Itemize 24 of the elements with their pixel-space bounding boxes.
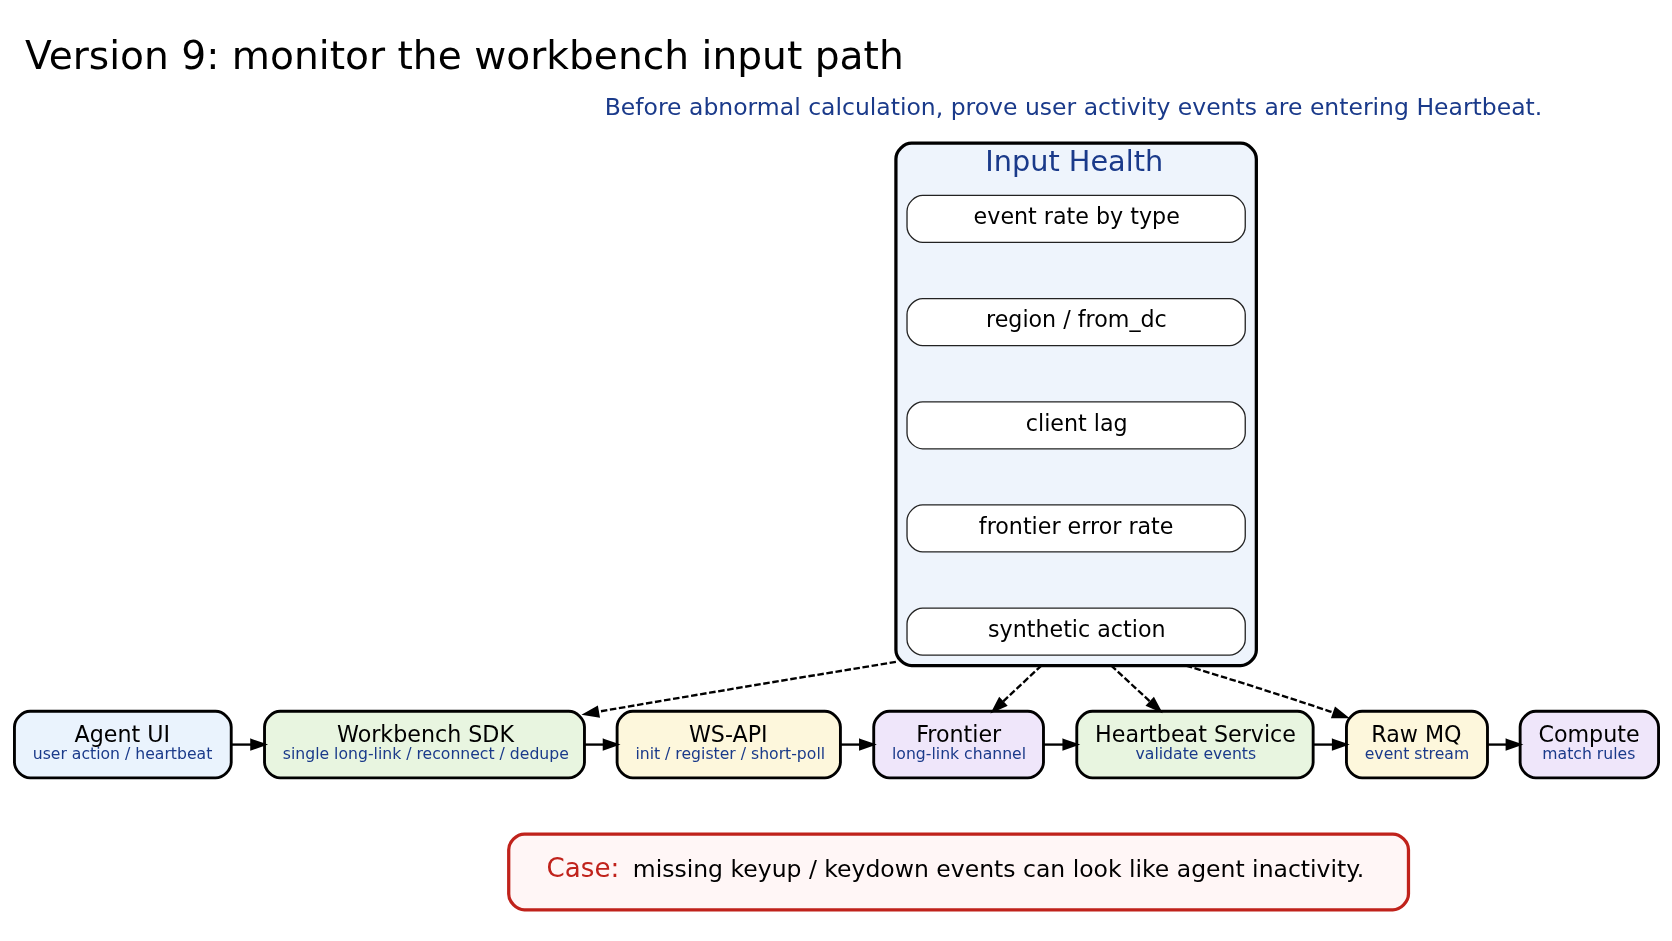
node-box: Heartbeat Service validate events: [1074, 709, 1315, 779]
arrow: [1487, 737, 1523, 751]
arrow: [1312, 737, 1350, 751]
node-box: Raw MQ event stream: [1344, 709, 1489, 779]
arrow: [230, 737, 268, 751]
node-box: region / from_dc: [905, 297, 1246, 346]
node-box: Compute match rules: [1518, 709, 1660, 779]
diagram-title: Version 9: monitor the workbench input path: [24, 32, 904, 78]
node-box: client lag: [905, 400, 1246, 449]
arrow: [840, 737, 877, 751]
arrow: [989, 664, 1042, 713]
node-box: Workbench SDK single long-link / reconnect / dedupe: [262, 709, 586, 779]
node-box: event rate by type: [905, 194, 1246, 243]
node-box: synthetic action: [905, 606, 1246, 656]
arrow: [1110, 664, 1163, 713]
arrow: [580, 660, 896, 718]
arrow: [584, 737, 621, 751]
node-box: Case: missing keyup / keydown events can look like agent inactivity.: [506, 831, 1410, 911]
node-box: frontier error rate: [905, 503, 1246, 553]
node-box: WS-API init / register / short-poll: [615, 709, 842, 779]
label: Before abnormal calculation, prove user activity events are entering Heartbeat.: [604, 92, 1542, 121]
node-box: Agent UI user action / heartbeat: [12, 709, 233, 779]
arrow: [1043, 737, 1080, 751]
node-box: Frontier long-link channel: [871, 709, 1045, 779]
